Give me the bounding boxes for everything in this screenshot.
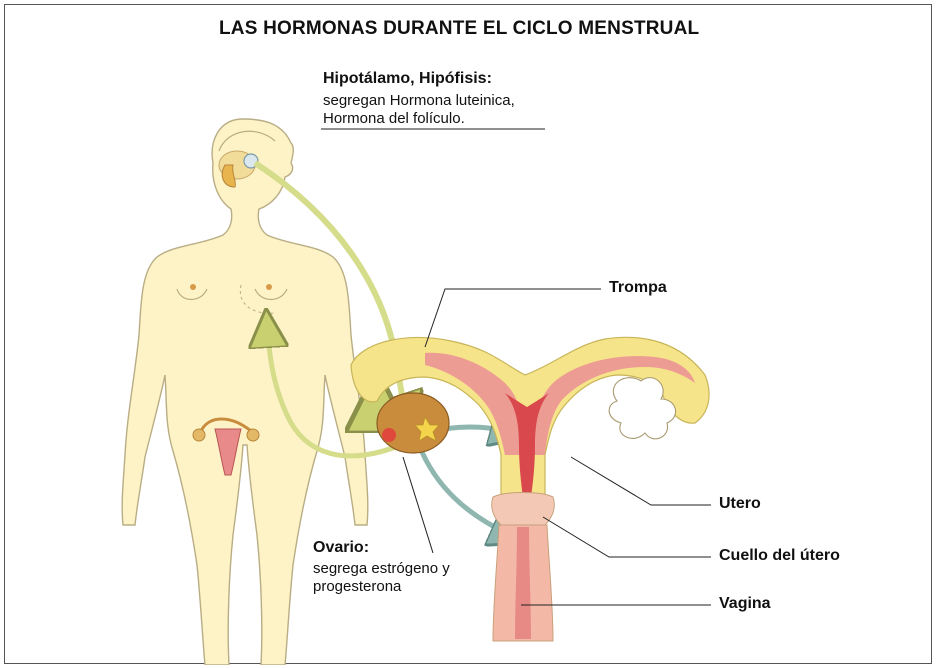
- leader-utero: [571, 457, 711, 505]
- ovary: [377, 393, 449, 453]
- label-hypothalamus-line2: Hormona del folículo.: [323, 110, 465, 128]
- leader-cuello: [543, 517, 711, 557]
- ovary-follicle-red: [382, 428, 396, 442]
- label-ovary-heading: Ovario:: [313, 539, 369, 557]
- nipple-right: [266, 284, 272, 290]
- leader-ovario: [403, 457, 433, 553]
- leader-trompa: [425, 289, 601, 347]
- label-ovary-line2: progesterona: [313, 578, 401, 596]
- label-ovary-line1: segrega estrógeno y: [313, 560, 450, 578]
- label-cuello-del-utero: Cuello del útero: [719, 547, 840, 565]
- label-hypothalamus-heading: Hipotálamo, Hipófisis:: [323, 70, 492, 88]
- label-trompa: Trompa: [609, 279, 667, 297]
- label-utero: Utero: [719, 495, 761, 513]
- label-vagina: Vagina: [719, 595, 771, 613]
- cervix: [492, 493, 555, 526]
- reproductive-organs: [351, 337, 709, 641]
- label-hypothalamus-line1: segregan Hormona luteinica,: [323, 92, 515, 110]
- diagram-frame: LAS HORMONAS DURANTE EL CICLO MENSTRUAL …: [4, 4, 932, 664]
- nipple-left: [190, 284, 196, 290]
- diagram-title: LAS HORMONAS DURANTE EL CICLO MENSTRUAL: [219, 18, 699, 40]
- vaginal-canal: [515, 527, 531, 639]
